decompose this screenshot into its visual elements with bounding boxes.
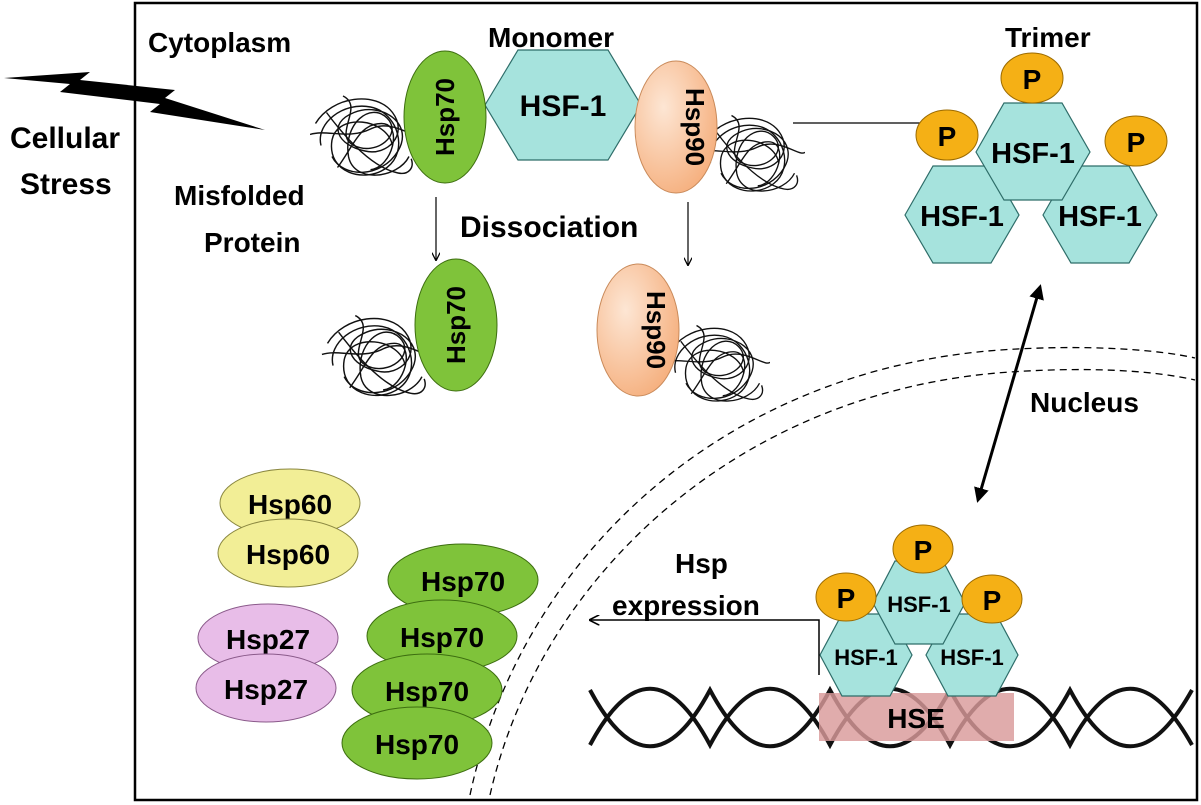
trimer-label: Trimer (1005, 22, 1091, 53)
dna-strand-2 (588, 685, 1194, 748)
hsp90-bound-label: Hsp90 (680, 88, 710, 166)
phosphate-left (915, 109, 979, 161)
monomer-label: Monomer (488, 22, 614, 53)
hsp70-bound-ellipse (403, 50, 487, 184)
hse-label: HSE (887, 703, 945, 734)
cytoplasm-label: Cytoplasm (148, 27, 291, 58)
misfolded-protein-hsp90-free (665, 324, 770, 402)
hsf1-trimer-hex-left (904, 165, 1020, 264)
hsp60-label-2: Hsp60 (246, 539, 330, 570)
hsp60-label-1: Hsp60 (248, 489, 332, 520)
hsf1-nuclear-right-label: HSF-1 (940, 645, 1004, 670)
misfolded-protein-left (310, 95, 420, 176)
hsp70-stack-ellipse-4 (341, 706, 493, 780)
stress-label-line2: Stress (20, 168, 112, 201)
misfolded-label-line2: Protein (204, 227, 300, 258)
hsf1-monomer-label: HSF-1 (520, 90, 607, 123)
hsp70-bound-label: Hsp70 (430, 78, 460, 156)
phosphate-left-label: P (938, 121, 957, 152)
hsp90-bound-ellipse (634, 60, 718, 194)
hsp70-stack-label-4: Hsp70 (375, 729, 459, 760)
phosphate-nuclear-right (961, 574, 1023, 624)
phosphate-nuclear-right-label: P (983, 585, 1002, 616)
hsp27-label-1: Hsp27 (226, 624, 310, 655)
hsp90-free-label: Hsp90 (641, 291, 671, 369)
hsf1-nuclear-left-label: HSF-1 (834, 645, 898, 670)
dissociation-label: Dissociation (460, 211, 638, 244)
phosphate-nuclear-left (815, 572, 877, 622)
hsp-expression-label-line1: Hsp (675, 548, 728, 579)
hsf1-nuclear-top-label: HSF-1 (887, 592, 951, 617)
hsf1-trimer-top-label: HSF-1 (991, 138, 1075, 170)
hsp70-stack-label-2: Hsp70 (400, 622, 484, 653)
nuclear-membrane-outer (469, 346, 1196, 796)
misfolded-label-line1: Misfolded (174, 180, 305, 211)
stress-label-line1: Cellular (10, 122, 120, 155)
phosphate-top (1000, 52, 1064, 104)
phosphate-right-label: P (1127, 127, 1146, 158)
hsp60-ellipse-2 (217, 518, 359, 588)
phosphate-nuclear-left-label: P (837, 583, 856, 614)
hsf1-trimer-right-label: HSF-1 (1058, 201, 1142, 233)
translocation-double-arrow (974, 284, 1044, 503)
nuclear-membrane-inner (489, 368, 1196, 796)
hsf1-trimer-left-label: HSF-1 (920, 201, 1004, 233)
hsp-expression-label-line2: expression (612, 590, 760, 621)
lightning-bolt-icon (4, 72, 265, 130)
phosphate-nuclear-top-label: P (914, 535, 933, 566)
phosphate-nuclear-top (892, 524, 954, 574)
phosphate-top-label: P (1023, 64, 1042, 95)
hsp27-ellipse-2 (195, 653, 337, 723)
hse-box (819, 693, 1014, 741)
hsf1-trimer-hex-top (975, 102, 1091, 201)
hsp90-free-ellipse (596, 263, 680, 397)
cell-border (133, 1, 1199, 802)
hsp70-free-label: Hsp70 (441, 286, 471, 364)
hsp-expression-arrow (590, 620, 820, 675)
nucleus-label: Nucleus (1030, 387, 1139, 418)
hsp70-stack-label-1: Hsp70 (421, 566, 505, 597)
hsp70-free-ellipse (414, 258, 498, 392)
phosphate-right (1104, 115, 1168, 167)
hsp27-label-2: Hsp27 (224, 674, 308, 705)
hsp70-stack-label-3: Hsp70 (385, 676, 469, 707)
